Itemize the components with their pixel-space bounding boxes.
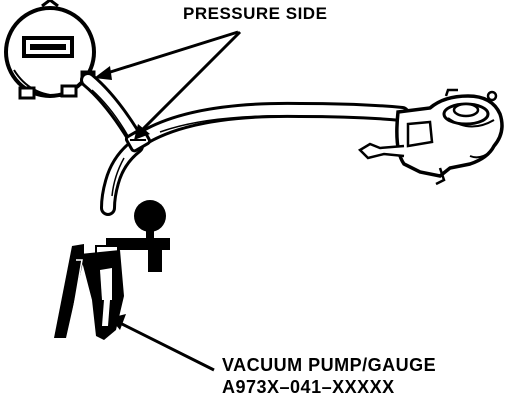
pressure-side-label: PRESSURE SIDE bbox=[183, 4, 328, 23]
arrow-to-tee bbox=[138, 30, 242, 134]
arrow-to-gauge-hose bbox=[103, 30, 239, 76]
pump-gauge-dial bbox=[134, 200, 166, 232]
leader-arrows bbox=[94, 30, 242, 372]
vacuum-pump-label: VACUUM PUMP/GAUGE A973X–041–XXXXX bbox=[222, 354, 436, 398]
vacuum-pump-part-number: A973X–041–XXXXX bbox=[222, 377, 395, 397]
vacuum-pump-label-line1: VACUUM PUMP/GAUGE bbox=[222, 355, 437, 375]
main-hose bbox=[132, 101, 410, 148]
vacuum-diaphragm bbox=[357, 88, 504, 186]
arrow-to-vacuum-pump bbox=[117, 320, 215, 372]
gauge-hose bbox=[80, 72, 144, 148]
pump-hose bbox=[100, 138, 144, 216]
